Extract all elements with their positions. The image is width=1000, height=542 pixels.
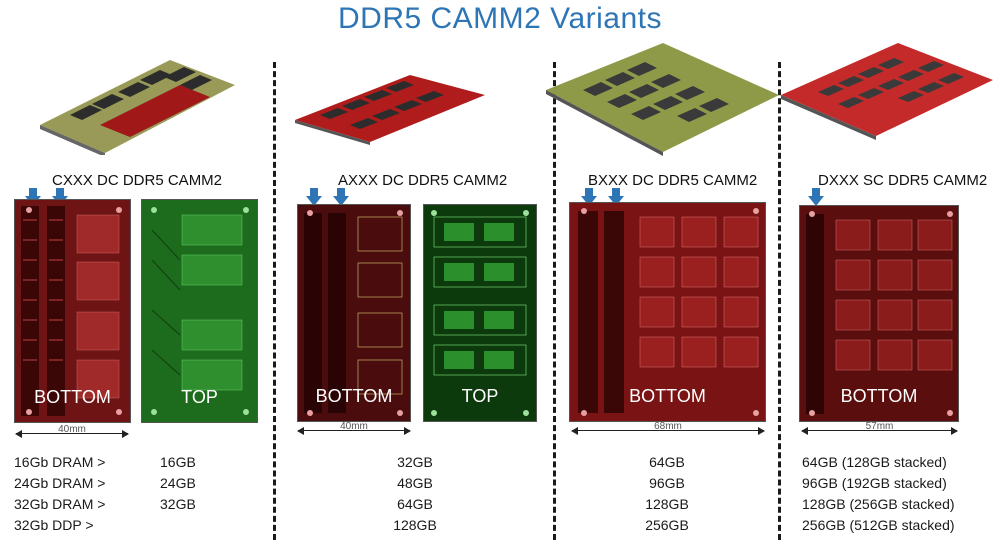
capacity-value: 128GB: [645, 496, 689, 512]
variant-caption: CXXX DC DDR5 CAMM2: [52, 172, 223, 189]
dram-row: 16Gb DRAM >: [14, 454, 106, 470]
pcb-bottom-view: BOTTOM: [298, 205, 410, 421]
down-arrow-icon: [581, 188, 597, 206]
capacity-value: 32GB: [160, 496, 196, 512]
pcb-bottom-view: BOTTOM: [15, 200, 130, 422]
capacity-list: 16GB 24GB 32GB: [160, 452, 196, 515]
variant-caption: BXXX DC DDR5 CAMM2: [588, 172, 758, 189]
capacity-list: 64GB 96GB 128GB 256GB: [612, 452, 722, 536]
pcb-bottom-view: BOTTOM: [570, 203, 765, 421]
capacity-value: 256GB: [645, 517, 689, 533]
module-render-bxxx: [546, 43, 779, 156]
capacity-value: 256GB (512GB stacked): [802, 517, 955, 533]
pcb-top-view: TOP: [142, 200, 257, 422]
pcb-top-view: TOP: [424, 205, 536, 421]
dram-row: 32Gb DDP >: [14, 517, 94, 533]
down-arrow-icon: [808, 188, 824, 206]
capacity-value: 32GB: [397, 454, 433, 470]
capacity-value: 64GB: [397, 496, 433, 512]
divider: [553, 62, 556, 540]
board-label: BOTTOM: [840, 386, 918, 406]
board-label: BOTTOM: [629, 386, 706, 406]
divider: [778, 62, 781, 540]
board-label: TOP: [461, 386, 499, 406]
dimension-line: [571, 427, 765, 435]
variant-caption: DXXX SC DDR5 CAMM2: [818, 172, 988, 189]
board-label: BOTTOM: [34, 387, 111, 407]
capacity-list: 32GB 48GB 64GB 128GB: [360, 452, 470, 536]
module-render-axxx: [295, 75, 485, 145]
capacity-value: 96GB (192GB stacked): [802, 475, 947, 491]
capacity-value: 128GB (256GB stacked): [802, 496, 955, 512]
capacity-value: 48GB: [397, 475, 433, 491]
capacity-value: 64GB: [649, 454, 685, 470]
divider: [273, 62, 276, 540]
dimension-line: [15, 430, 129, 438]
dimension-line: [297, 427, 411, 435]
variant-caption: AXXX DC DDR5 CAMM2: [338, 172, 508, 189]
capacity-value: 128GB: [393, 517, 437, 533]
dimension-line: [801, 427, 958, 435]
down-arrow-icon: [608, 188, 624, 206]
dram-list: 16Gb DRAM > 24Gb DRAM > 32Gb DRAM > 32Gb…: [14, 452, 105, 536]
pcb-bottom-view: BOTTOM: [800, 206, 958, 421]
capacity-value: 64GB (128GB stacked): [802, 454, 947, 470]
dimension-label: 40mm: [58, 424, 86, 435]
down-arrow-icon: [25, 188, 41, 206]
dram-row: 24Gb DRAM >: [14, 475, 106, 491]
capacity-value: 24GB: [160, 475, 196, 491]
dimension-label: 40mm: [340, 421, 368, 432]
capacity-value: 96GB: [649, 475, 685, 491]
dimension-label: 57mm: [865, 421, 894, 432]
down-arrow-icon: [333, 188, 349, 206]
dram-row: 32Gb DRAM >: [14, 496, 106, 512]
board-label: BOTTOM: [315, 386, 393, 406]
page-title: DDR5 CAMM2 Variants: [337, 2, 663, 35]
dimension-label: 68mm: [654, 421, 682, 432]
capacity-value: 16GB: [160, 454, 196, 470]
capacity-list: 64GB (128GB stacked) 96GB (192GB stacked…: [802, 452, 992, 536]
down-arrow-icon: [52, 188, 68, 206]
module-render-cxxx: [40, 60, 235, 155]
module-render-dxxx: [781, 43, 993, 140]
board-label: TOP: [181, 387, 218, 407]
down-arrow-icon: [306, 188, 322, 206]
